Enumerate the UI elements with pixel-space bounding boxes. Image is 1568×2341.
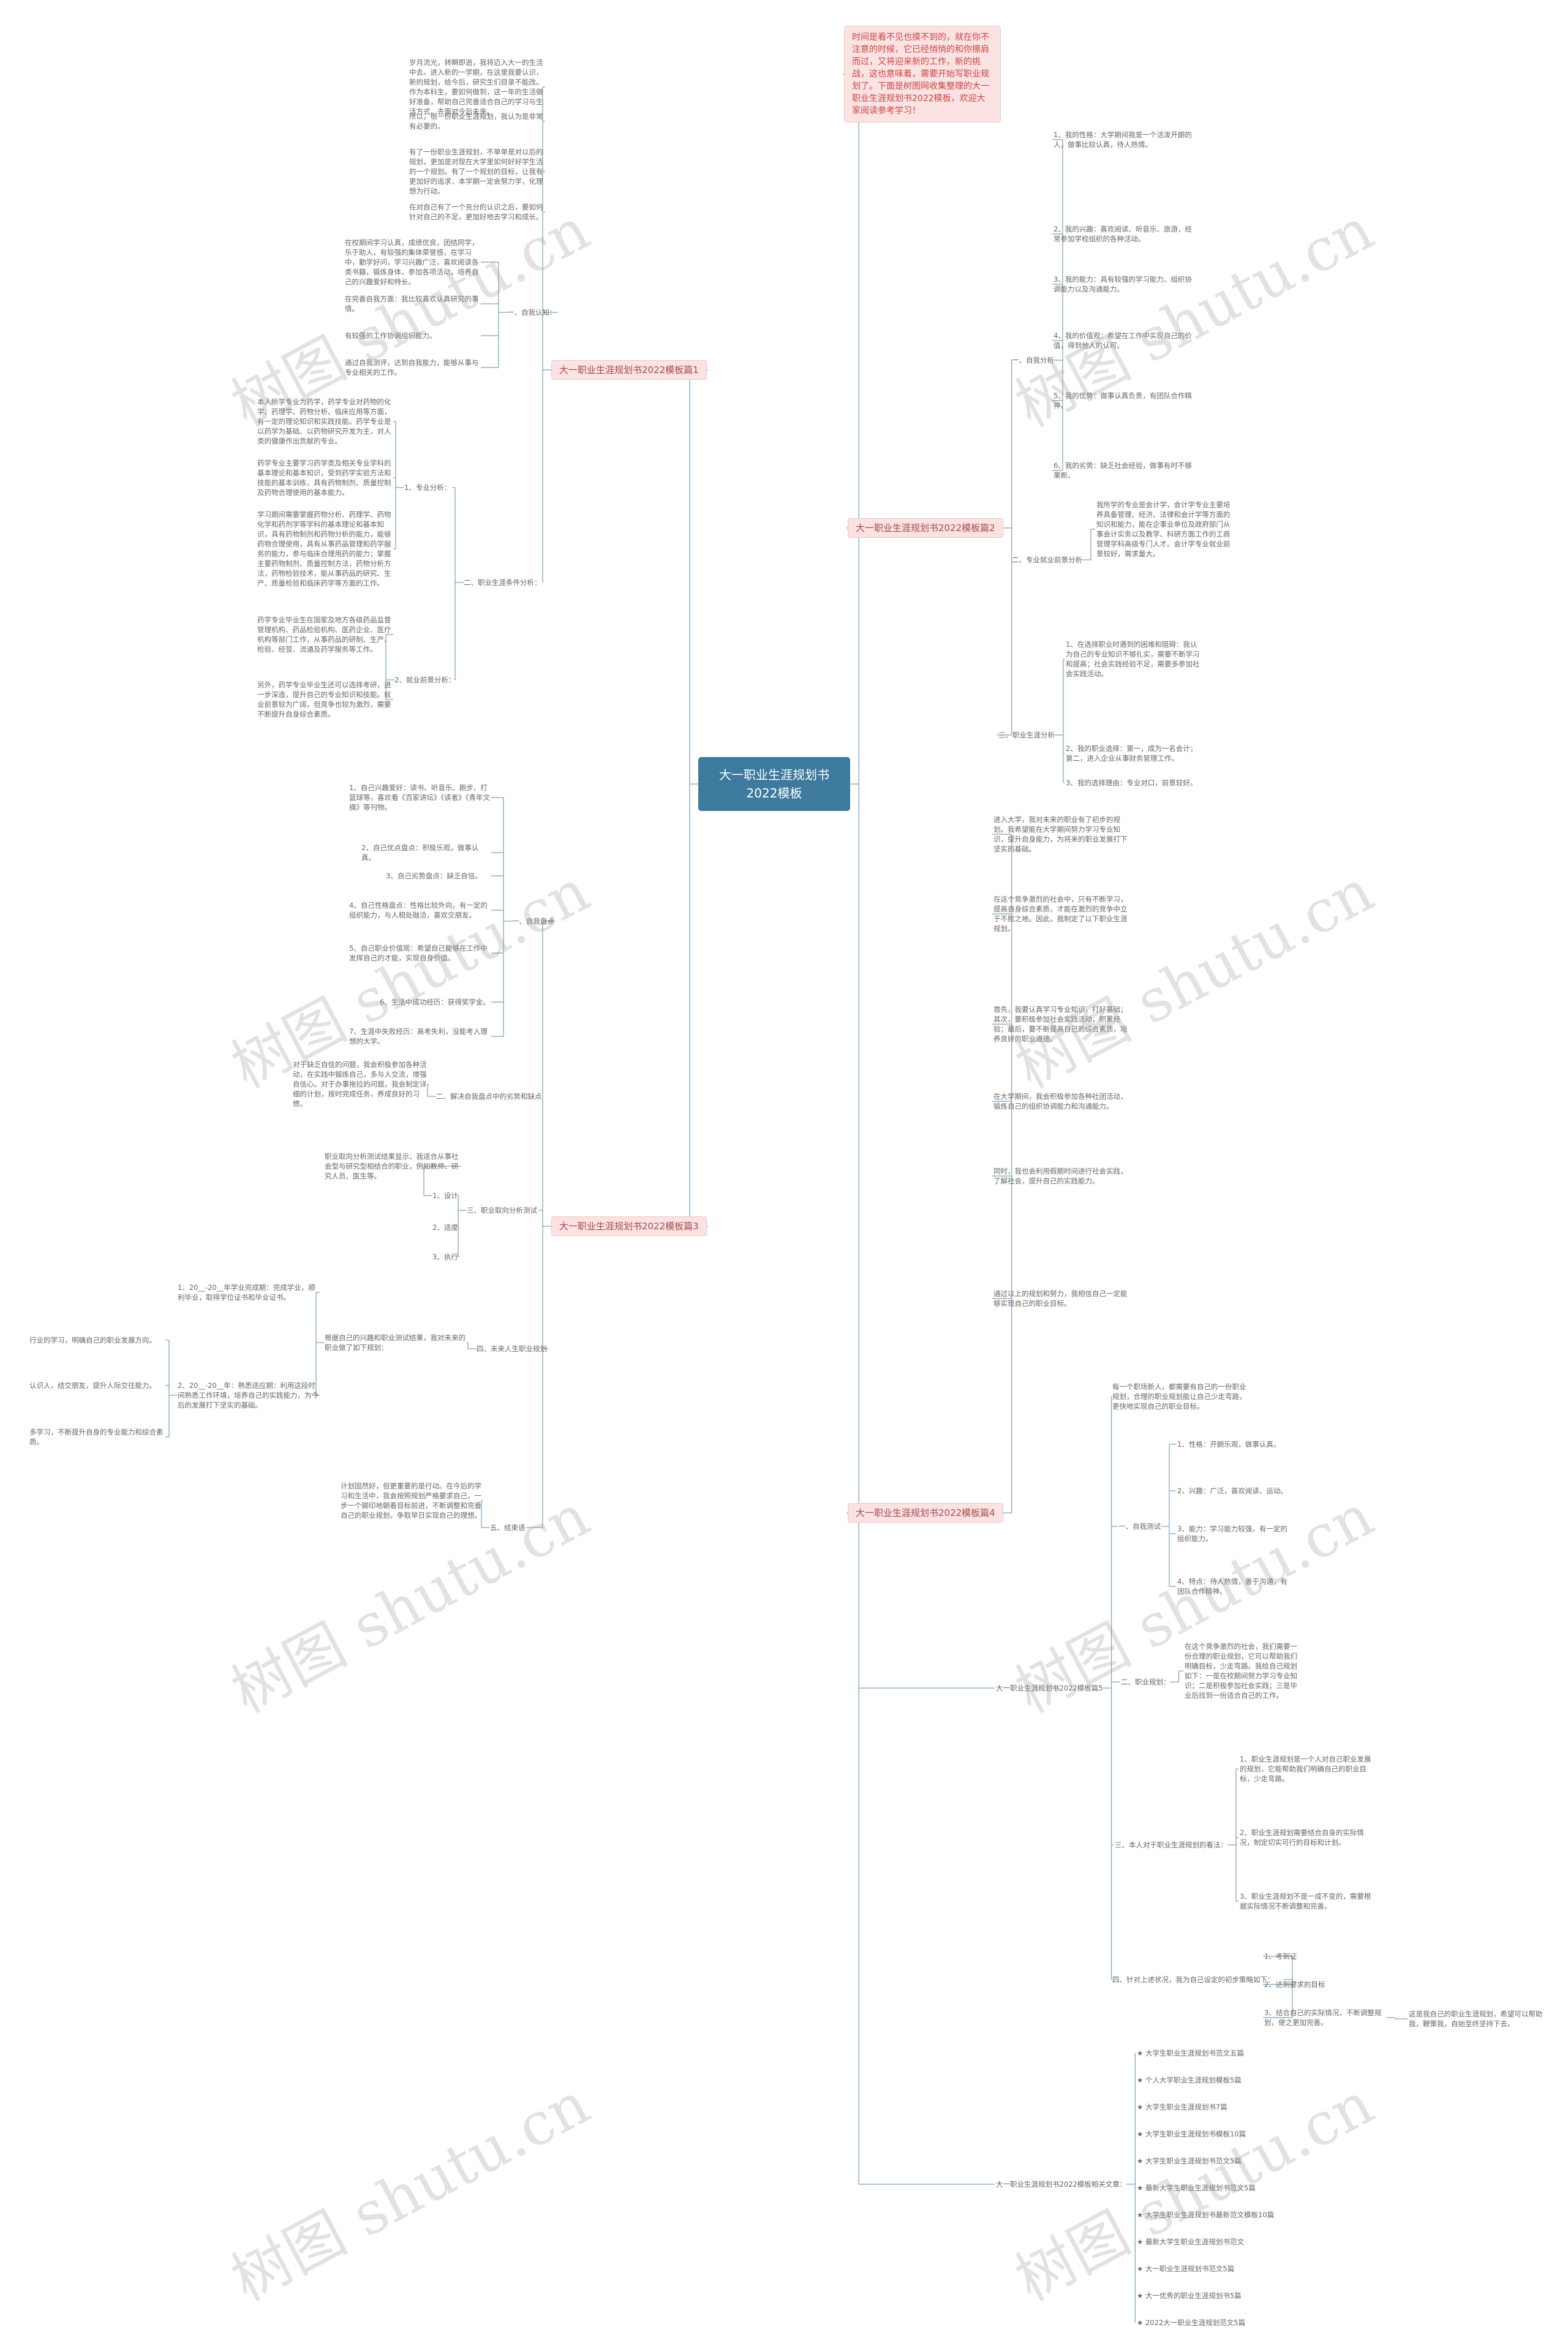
b3-c1-item-3: 3、自己劣势盘点：缺乏自信。 [386,872,482,880]
b6-item-11[interactable]: ★ 2022大一职业生涯规划范文5篇 [1137,2318,1246,2327]
b1-p2: 所以，很一份职业生涯规划，我认为是非常有必要的。 [409,112,543,130]
b3-c2-p1: 对于缺乏自信的问题，我会积极参加各种活动，在实践中锻炼自己，多与人交流，增强自信… [293,1060,427,1108]
intro-note: 时间是看不见也摸不到的，就在你不注意的时候，它已经悄悄的和你擦肩而过，又将迎来新… [844,26,1001,123]
b6-item-4[interactable]: ★ 大学生职业生涯规划书模板10篇 [1137,2130,1246,2138]
branch-2[interactable]: 大一职业生涯规划书2022模板篇2 [848,518,1003,538]
b2-c3-item-3: 3、我的选择理由：专业对口，前景较好。 [1066,778,1197,787]
b5-c2-label[interactable]: 二、职业规划： [1121,1678,1170,1686]
b1-c2-c1-p2: 学习期间需要掌握药物分析、药理学、药物化学和药剂学等学科的基本理论和基本知识，具… [257,510,391,587]
b5-c4-note: 这是我自己的职业生涯规划，希望可以帮助我，鞭策我，自始至终坚持下去。 [1409,2010,1543,2028]
b3-c3-p0: 职业取向分析测试结果显示，我适合从事社会型与研究型相结合的职业，例如教师、研究人… [325,1152,459,1180]
b5-c1-label[interactable]: 一、自我测试 [1118,1522,1161,1531]
b3-c4-g3: 多学习，不断提升自身的专业能力和综合素质。 [29,1428,164,1446]
b3-c3-item-3: 3、执行 [432,1253,458,1261]
b4-p4: 在大学期间，我会积极参加各种社团活动，锻炼自己的组织协调能力和沟通能力。 [993,1092,1128,1110]
b5-c3-item-1: 1、职业生涯规划是一个人对自己职业发展的规划，它能帮助我们明确自己的职业目标，少… [1240,1755,1371,1783]
branch-5[interactable]: 大一职业生涯规划书2022模板篇5 [996,1684,1103,1692]
branch-3[interactable]: 大一职业生涯规划书2022模板篇3 [551,1216,707,1236]
b3-c4-s2: 2、20__-20__年：熟悉适应期：利用这段时间熟悉工作环境，培养自己的实践能… [178,1381,318,1409]
b3-c2-label[interactable]: 二、解决自我盘点中的劣势和缺点 [436,1092,542,1101]
branch-1[interactable]: 大一职业生涯规划书2022模板篇1 [551,360,707,380]
b3-c4-label[interactable]: 四、未来人生职业规划 [477,1344,547,1353]
b3-c4-g1: 行业的学习，明确自己的职业发展方向。 [29,1336,156,1344]
b3-c3-item-2: 2、适度 [432,1223,458,1232]
b5-c3-item-3: 3、职业生涯规划不是一成不变的，需要根据实际情况不断调整和完善。 [1240,1892,1371,1910]
b6-item-5[interactable]: ★ 大学生职业生涯规划书范文5篇 [1137,2157,1242,2165]
b4-p5: 同时，我也会利用假期时间进行社会实践，了解社会，提升自己的实践能力。 [993,1167,1128,1185]
b6-item-8[interactable]: ★ 最新大学生职业生涯规划书范文 [1137,2237,1244,2246]
b2-c1-item-3: 3、我的能力：具有较强的学习能力、组织协调能力以及沟通能力。 [1054,275,1192,293]
b2-c2-label[interactable]: 二、专业就业前景分析 [1012,556,1082,564]
b6-item-6[interactable]: ★ 最新大学生职业生涯规划书范文5篇 [1137,2184,1256,2192]
b5-c3-label[interactable]: 三、本人对于职业生涯规划的看法： [1115,1841,1227,1849]
branch-4[interactable]: 大一职业生涯规划书2022模板篇4 [848,1503,1003,1523]
b1-c1-p1: 在校期间学习认真，成绩优良，团结同学，乐于助人，有较强的集体荣誉感，在学习中，勤… [345,238,479,286]
b1-c2-c1-p0: 本人所学专业为药学，药学专业对药物的化学、药理学、药物分析、临床应用等方面，有一… [257,398,391,445]
b2-c2-p1: 我所学的专业是会计学，会计学专业主要培养具备管理、经济、法律和会计学等方面的知识… [1096,500,1231,558]
b2-c1-item-1: 1、我的性格：大学期间我是一个活泼开朗的人，做事比较认真，待人热情。 [1054,130,1192,149]
b2-c1-item-5: 5、我的优势：做事认真负责，有团队合作精神。 [1054,391,1192,410]
b3-c1-item-4: 4、自己性格盘点：性格比较外向，有一定的组织能力，与人相处融洽，喜欢交朋友。 [349,901,488,919]
b3-c1-item-7: 7、生涯中失败经历：高考失利，没能考入理想的大学。 [349,1027,488,1046]
b5-c4-label[interactable]: 四、针对上述状况，我为自己设定的初步策略如下： [1112,1975,1275,1984]
b6-item-2[interactable]: ★ 个人大学职业生涯规划模板5篇 [1137,2076,1242,2084]
b5-c1-item-3: 3、能力：学习能力较强，有一定的组织能力。 [1177,1525,1287,1543]
b5-c1-item-2: 2、兴趣：广泛，喜欢阅读、运动。 [1177,1487,1287,1495]
b1-c1-label[interactable]: 一、自我认知： [507,308,557,317]
b3-c4-g2: 认识人，结交朋友，提升人际交往能力。 [29,1381,156,1390]
b2-c3-label[interactable]: 三、职业生涯分析 [998,731,1055,739]
mindmap-root[interactable]: 大一职业生涯规划书2022模板 [698,757,850,811]
b1-c2-c2-p2: 另外，药学专业毕业生还可以选择考研，进一步深造，提升自己的专业知识和技能。就业前… [257,680,391,718]
b6-item-9[interactable]: ★ 大一职业生涯规划书范文5篇 [1137,2264,1235,2273]
b3-c5-p1: 计划固然好，但更重要的是行动。在今后的学习和生活中，我会按照规划严格要求自己，一… [341,1482,481,1520]
b1-p3: 有了一份职业生涯规划，不单单是对以后的规划，更加是对现在大学里如何好好学生活的一… [409,148,543,195]
b6-item-7[interactable]: ★ 大学生职业生涯规划书最新范文模板10篇 [1137,2211,1275,2219]
b1-c2-label[interactable]: 二、职业生涯条件分析： [464,578,541,587]
b3-c1-item-2: 2、自己优点盘点：积极乐观，做事认真。 [361,843,479,862]
b6-item-1[interactable]: ★ 大学生职业生涯规划书范文五篇 [1137,2049,1244,2057]
b3-c5-label[interactable]: 五、结束语 [490,1523,526,1532]
b5-c4-item-2: 2、达到要求的目标 [1264,1980,1325,1989]
branch-6[interactable]: 大一职业生涯规划书2022模板相关文章： [996,2180,1127,2188]
b1-p1: 岁月流光，转瞬即逝，我将迈入大一的生活中去。进入新的一学期，在这里我要认识，新的… [409,58,543,116]
b1-c2-c2-p1: 药学专业毕业生在国家及地方各级药品监督管理机构、药品检验机构、医药企业、医疗机构… [257,616,391,654]
b3-c4-p0: 根据自己的兴趣和职业测试结果，我对未来的职业做了如下规划： [325,1333,466,1352]
b4-p2: 在这个竞争激烈的社会中，只有不断学习，提高自身综合素质，才能在激烈的竞争中立于不… [993,895,1128,933]
b5-p0: 每一个职场新人，都需要有自己的一份职业规划，合理的职业规划能让自己少走弯路，更快… [1112,1382,1246,1411]
b2-c1-item-6: 6、我的劣势：缺乏社会经验，做事有时不够果断。 [1054,461,1192,480]
b2-c3-item-1: 1、在选择职业时遇到的困难和阻碍：我认为自己的专业知识不够扎实，需要不断学习和提… [1066,640,1200,678]
b3-c1-label[interactable]: 一、自我盘点 [512,917,554,925]
b5-c2-p1: 在这个竞争激烈的社会，我们需要一份合理的职业规划，它可以帮助我们明确目标，少走弯… [1185,1642,1297,1700]
b2-c1-label[interactable]: 一、自我分析 [1012,356,1054,364]
b3-c1-item-6: 6、生活中成功经历：获得奖学金。 [380,998,490,1006]
b1-c1-p3: 有较强的工作协调组织能力。 [345,331,437,340]
b2-c3-item-2: 2、我的职业选择：第一，成为一名会计；第二，进入企业从事财务管理工作。 [1066,744,1197,763]
b5-c1-item-4: 4、特点：待人热情，善于沟通，有团队合作精神。 [1177,1577,1287,1596]
b4-p3: 首先，我要认真学习专业知识，打好基础；其次，要积极参加社会实践活动，积累经验；最… [993,1005,1128,1043]
b1-c2-c1-p1: 药学专业主要学习药学类及相关专业学科的基本理论和基本知识，受到药学实验方法和技能… [257,459,391,497]
b5-c3-item-2: 2、职业生涯规划需要结合自身的实际情况，制定切实可行的目标和计划。 [1240,1828,1364,1847]
b1-p4: 在对自己有了一个充分的认识之后，要如何针对自己的不足，更加好地去学习和成长。 [409,203,543,221]
b4-p1: 进入大学，我对未来的职业有了初步的规划。我希望能在大学期间努力学习专业知识，提升… [993,815,1128,853]
b2-c1-item-2: 2、我的兴趣：喜欢阅读、听音乐、旅游，经常参加学校组织的各种活动。 [1054,225,1192,243]
b3-c1-item-5: 5、自己职业价值观：希望自己能够在工作中发挥自己的才能，实现自身价值。 [349,944,488,962]
b6-item-10[interactable]: ★ 大一优秀的职业生涯规划书5篇 [1137,2291,1242,2300]
b1-c2-c2-label[interactable]: 2、就业前景分析： [394,676,456,684]
b2-c1-item-4: 4、我的价值观：希望在工作中实现自己的价值，得到他人的认可。 [1054,331,1192,350]
b1-c2-c1-label[interactable]: 1、专业分析： [404,483,451,492]
b3-c4-s1: 1、20__-20__年学业完成期：完成学业，顺利毕业，取得学位证书和毕业证书。 [178,1283,315,1302]
b1-c1-p4: 通过自我测评，达到自我能力，能够从事与专业相关的工作。 [345,358,479,377]
b3-c3-label[interactable]: 三、职业取向分析测试 [467,1206,537,1215]
b3-c3-item-1: 1、设计 [432,1191,458,1200]
b1-c1-p2: 在完善自我方面：我比较喜欢认真研究的事情。 [345,295,479,313]
b6-item-3[interactable]: ★ 大学生职业生涯规划书7篇 [1137,2103,1227,2111]
b3-c1-item-1: 1、自己兴趣爱好：读书、听音乐、跑步、打篮球等，喜欢看《百家讲坛》《读者》《青年… [349,783,490,812]
b4-p6: 通过以上的规划和努力，我相信自己一定能够实现自己的职业目标。 [993,1289,1128,1308]
b5-c4-item-1: 1、考到证 [1264,1952,1297,1961]
b5-c4-item-3: 3、结合自己的实际情况，不断调整规划，使之更加完善。 [1264,2008,1382,2027]
b5-c1-item-1: 1、性格：开朗乐观，做事认真。 [1177,1440,1281,1449]
